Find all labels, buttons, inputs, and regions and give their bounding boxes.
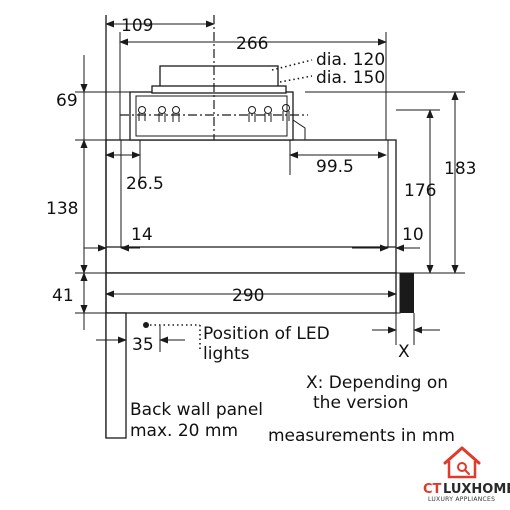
dim-41-label: 41 [52, 286, 74, 306]
back-wall [105, 15, 127, 439]
dim-266-label: 266 [236, 34, 268, 54]
dia-120-label: dia. 120 [316, 50, 385, 70]
mounting-holes [138, 104, 290, 122]
dim-14-label: 14 [131, 225, 153, 245]
dia-150-label: dia. 150 [316, 68, 385, 88]
motor-housing [129, 91, 294, 141]
dim-176-label: 176 [404, 181, 436, 201]
x-note-line2: the version [313, 393, 409, 413]
extension-lines [75, 32, 465, 352]
back-wall-note-line1: Back wall panel [130, 400, 263, 420]
dim-10-label: 10 [402, 225, 424, 245]
dim-35-label: 35 [132, 335, 154, 355]
x-note-line1: X: Depending on [306, 373, 448, 393]
logo-tagline: LUXURY APPLIANCES [428, 496, 495, 503]
damper-flap [292, 119, 306, 140]
dim-138-label: 138 [46, 199, 78, 219]
dim-109-label: 109 [121, 16, 153, 36]
dim-69-label: 69 [56, 91, 78, 111]
dim-26-5-label: 26.5 [126, 174, 164, 194]
back-wall-note-line2: max. 20 mm [130, 421, 238, 441]
house-icon [443, 446, 481, 479]
notes: Position of LED lights Back wall panel m… [130, 324, 455, 446]
led-position-marker [143, 322, 149, 328]
units-note: measurements in mm [268, 426, 455, 446]
leader-dia150 [279, 75, 313, 83]
ctluxhome-logo: CT LUXHOME LUXURY APPLIANCES [423, 446, 510, 503]
logo-ct: CT [423, 482, 442, 497]
back-wall-panel [105, 312, 127, 439]
led-note-line1: Position of LED [203, 324, 330, 344]
dimension-lines [80, 20, 459, 344]
duct-connector-flange [151, 85, 287, 94]
dimension-labels: 109 266 69 138 41 26.5 99.5 176 183 14 1… [46, 16, 476, 362]
motor-housing-inner [135, 95, 288, 137]
dim-183-label: 183 [444, 159, 476, 179]
logo-luxhome: LUXHOME [443, 482, 510, 497]
dim-x-label: X [398, 342, 410, 362]
dim-99-5-label: 99.5 [316, 157, 354, 177]
hood-cabinet [105, 139, 397, 274]
led-note-line2: lights [203, 344, 250, 364]
dim-290-label: 290 [232, 286, 264, 306]
